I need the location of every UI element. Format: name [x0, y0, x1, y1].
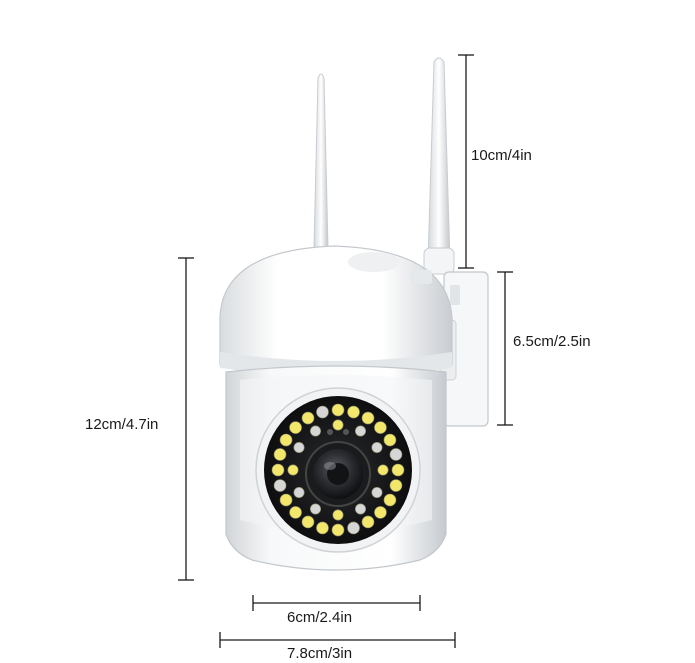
- led: [374, 421, 387, 434]
- led: [279, 493, 293, 507]
- led: [383, 433, 397, 447]
- led: [391, 463, 405, 477]
- led: [289, 421, 302, 434]
- led: [287, 464, 299, 476]
- led: [332, 419, 344, 431]
- microphone-hole: [343, 429, 349, 435]
- led: [347, 405, 360, 419]
- light-sensor: [327, 429, 333, 435]
- dimension-lines: [178, 54, 513, 648]
- led: [273, 448, 287, 461]
- camera-dome: [219, 245, 453, 376]
- led: [371, 486, 383, 498]
- mount-height-label: 6.5cm/2.5in: [513, 333, 591, 350]
- led: [347, 521, 360, 535]
- led: [309, 503, 321, 515]
- led: [316, 521, 329, 535]
- antenna-height-label: 10cm/4in: [471, 147, 532, 164]
- led: [273, 479, 287, 492]
- led: [377, 464, 389, 476]
- led: [374, 506, 387, 519]
- camera-face: [255, 387, 421, 553]
- led: [301, 411, 315, 425]
- led-ring: [271, 403, 405, 537]
- led: [361, 411, 375, 425]
- led: [309, 425, 321, 437]
- led: [371, 441, 383, 453]
- led: [331, 403, 345, 417]
- led: [331, 523, 345, 537]
- led: [383, 493, 397, 507]
- left-antenna: [313, 73, 329, 249]
- right-antenna: [423, 57, 455, 275]
- led: [293, 486, 305, 498]
- led: [389, 448, 403, 461]
- led: [293, 441, 305, 453]
- led: [271, 463, 285, 477]
- led: [289, 506, 302, 519]
- total-height-label: 12cm/4.7in: [85, 416, 159, 433]
- led: [354, 425, 366, 437]
- led: [354, 503, 366, 515]
- led: [332, 509, 344, 521]
- led: [279, 433, 293, 447]
- front-width-label: 6cm/2.4in: [287, 609, 353, 626]
- led: [301, 515, 315, 529]
- led: [316, 405, 329, 419]
- led: [389, 479, 403, 492]
- total-width-label: 7.8cm/3in: [287, 645, 353, 662]
- led: [361, 515, 375, 529]
